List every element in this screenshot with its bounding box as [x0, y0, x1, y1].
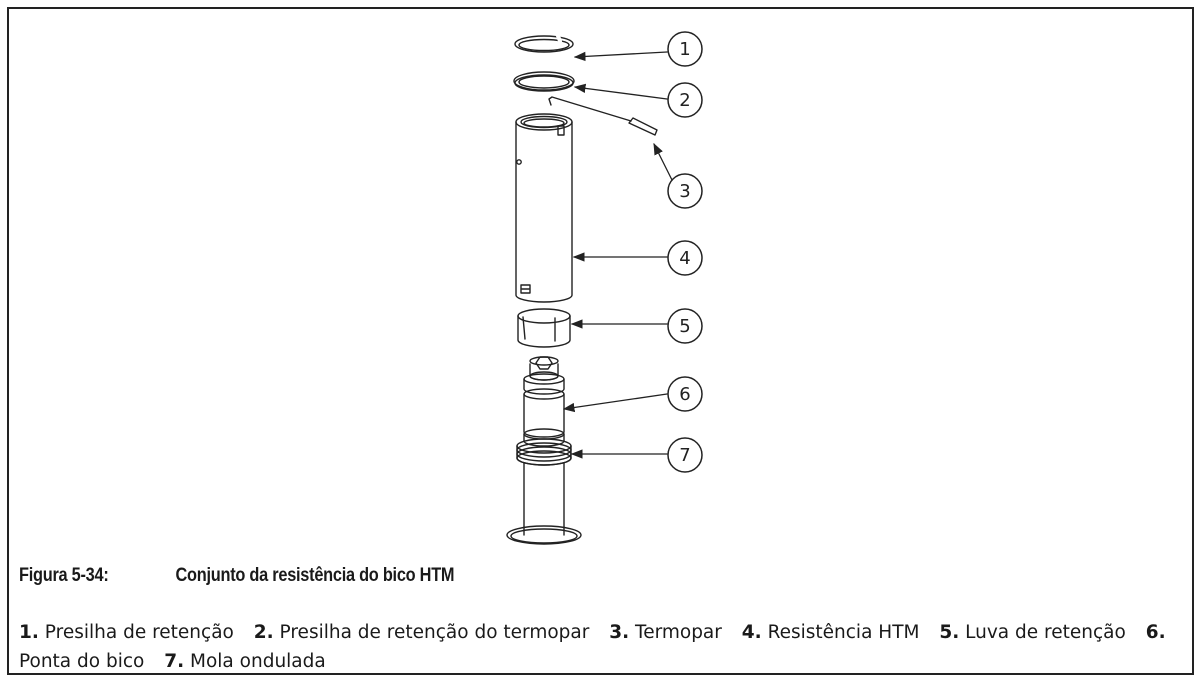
callout-5: 5	[679, 316, 690, 337]
thermocouple-retaining-clip	[513, 71, 575, 92]
callout-6: 6	[679, 384, 690, 405]
legend-item-3: 3. Termopar	[609, 622, 722, 643]
thermocouple	[548, 96, 658, 136]
figure-legend: 1. Presilha de retenção 2. Presilha de r…	[19, 618, 1184, 676]
callout-7: 7	[679, 445, 690, 466]
legend-item-6: 6. Ponta do bico	[19, 622, 1166, 672]
legend-item-2: 2. Presilha de retenção do termopar	[253, 622, 590, 643]
nozzle-tip	[523, 356, 565, 447]
figure-number: Figura 5-34:	[19, 565, 109, 586]
legend-item-4: 4. Resistência HTM	[741, 622, 920, 643]
callout-2: 2	[679, 90, 690, 111]
callout-4: 4	[679, 248, 690, 269]
callout-1: 1	[679, 39, 690, 60]
legend-item-1: 1. Presilha de retenção	[19, 622, 234, 643]
callout-leaders	[562, 51, 673, 459]
callout-3: 3	[679, 181, 690, 202]
wave-spring	[516, 438, 572, 466]
figure-title: Conjunto da resistência do bico HTM	[175, 565, 455, 586]
manifold-well	[506, 462, 582, 545]
figure-caption: Figura 5-34: Conjunto da resistência do b…	[19, 565, 455, 587]
retaining-sleeve	[517, 308, 571, 348]
figure-frame: 1 2 3 4 5 6 7 Figura 5-34: Conjunto da re…	[7, 7, 1194, 675]
legend-item-7: 7. Mola ondulada	[164, 651, 326, 672]
nozzle-assembly-illustration: 1 2 3 4 5 6 7	[506, 31, 703, 545]
htm-heater	[515, 113, 573, 303]
legend-item-5: 5. Luva de retenção	[939, 622, 1126, 643]
retaining-clip	[514, 34, 574, 53]
callout-markers	[667, 31, 703, 473]
